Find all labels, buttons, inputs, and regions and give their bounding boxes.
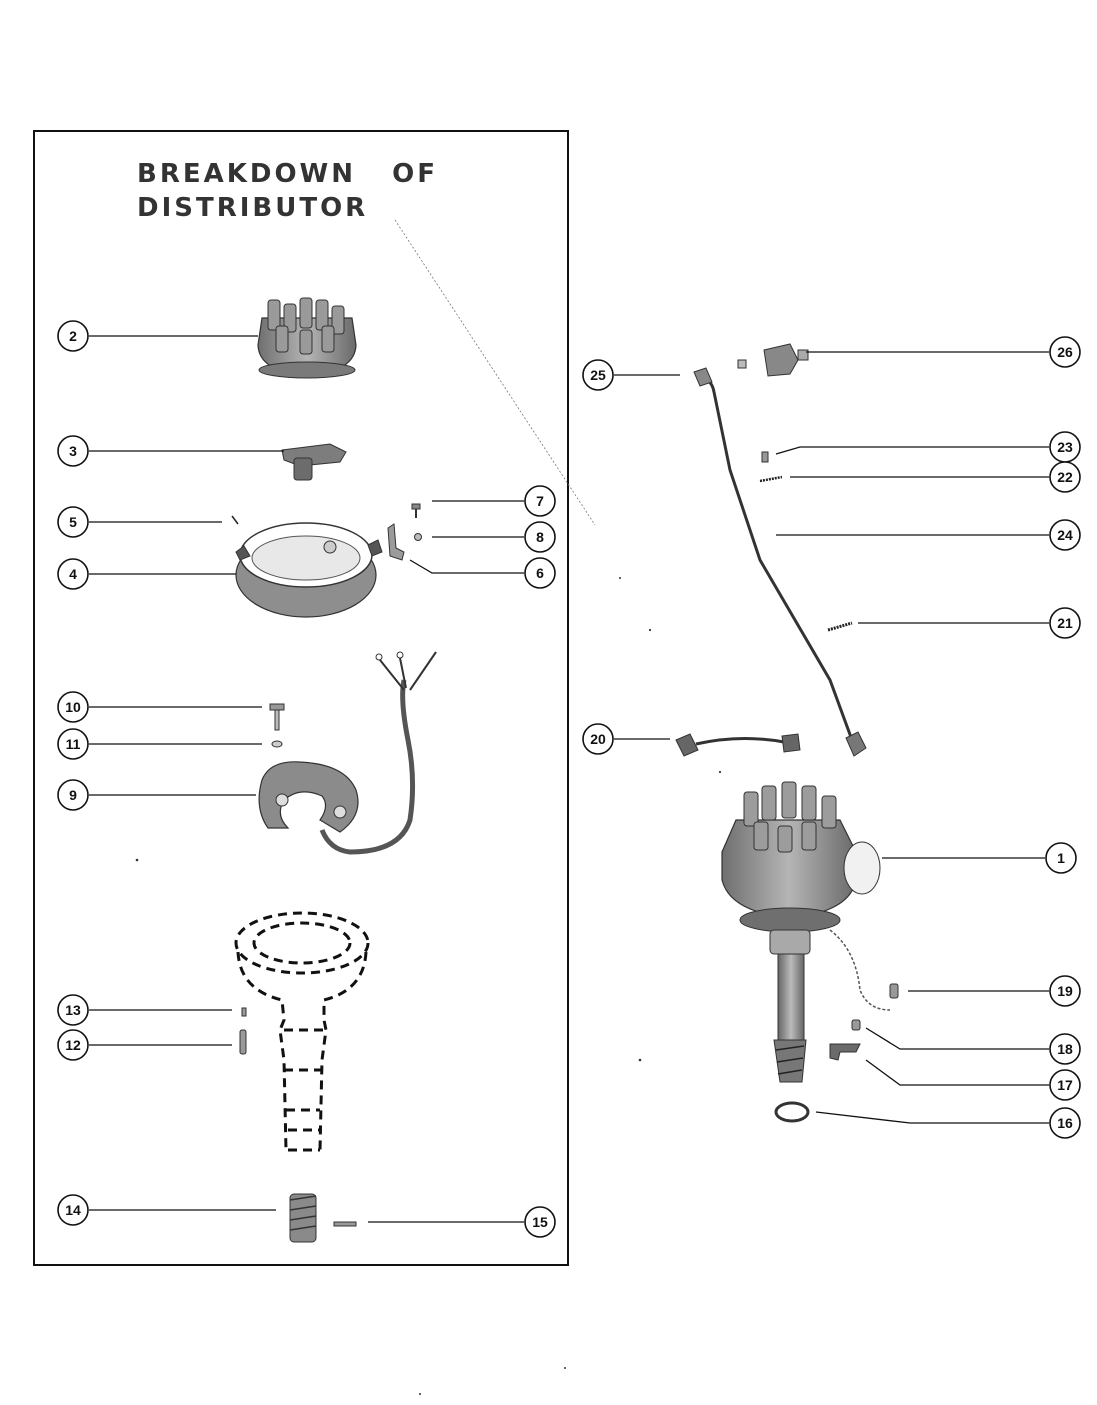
phantom-housing-outline (234, 911, 370, 1152)
spring-part-22 (759, 475, 783, 483)
callout-3: 3 (57, 435, 89, 467)
svg-text:4: 4 (69, 566, 77, 582)
pin-part-12 (239, 1029, 247, 1055)
svg-text:1: 1 (1057, 850, 1065, 866)
svg-text:8: 8 (536, 529, 544, 545)
callout-13: 13 (57, 994, 89, 1026)
clamp-part-17 (829, 1043, 861, 1061)
svg-text:25: 25 (590, 367, 606, 383)
svg-text:19: 19 (1057, 983, 1073, 999)
drive-gear-part (289, 1193, 317, 1243)
svg-text:7: 7 (536, 493, 544, 509)
callout-14: 14 (57, 1194, 89, 1226)
lead-wire-part-24 (693, 367, 867, 757)
callout-12: 12 (57, 1029, 89, 1061)
housing-ring-part (235, 522, 383, 618)
svg-text:6: 6 (536, 565, 544, 581)
fitting-part-19 (889, 983, 899, 999)
sensor-part-26 (737, 343, 809, 377)
svg-text:24: 24 (1057, 527, 1073, 543)
callout-1: 1 (1045, 842, 1077, 874)
pickup-coil-part (258, 651, 437, 855)
callout-17: 17 (1049, 1069, 1081, 1101)
svg-text:16: 16 (1057, 1115, 1073, 1131)
callout-9: 9 (57, 779, 89, 811)
short-lead-part-20 (675, 733, 801, 757)
callout-25: 25 (582, 359, 614, 391)
callout-10: 10 (57, 691, 89, 723)
distributor-cap-part (257, 297, 357, 379)
callout-6: 6 (524, 557, 556, 589)
callout-20: 20 (582, 723, 614, 755)
svg-text:23: 23 (1057, 439, 1073, 455)
washer-part-8 (414, 533, 422, 541)
svg-text:26: 26 (1057, 344, 1073, 360)
screw-part-7 (411, 503, 421, 518)
clip-part-6 (387, 523, 405, 561)
callout-19: 19 (1049, 975, 1081, 1007)
reference-line (394, 219, 596, 526)
svg-text:5: 5 (69, 514, 77, 530)
svg-text:18: 18 (1057, 1041, 1073, 1057)
callout-11: 11 (57, 728, 89, 760)
fitting-part-23 (761, 451, 769, 463)
roll-pin-part-15 (333, 1221, 357, 1227)
callout-16: 16 (1049, 1107, 1081, 1139)
callout-21: 21 (1049, 607, 1081, 639)
title-line-2: DISTRIBUTOR (137, 193, 368, 223)
pin-part-5 (231, 515, 239, 525)
callout-24: 24 (1049, 519, 1081, 551)
spring-part-21 (827, 621, 853, 632)
washer-part-18 (851, 1019, 861, 1031)
svg-text:2: 2 (69, 328, 77, 344)
callout-8: 8 (524, 521, 556, 553)
callout-5: 5 (57, 506, 89, 538)
svg-text:11: 11 (66, 736, 81, 752)
washer-part-11 (271, 740, 283, 748)
rotor-part (281, 443, 347, 481)
callout-15: 15 (524, 1206, 556, 1238)
distributor-assembly-part-1 (721, 781, 891, 1083)
svg-text:10: 10 (65, 699, 81, 715)
screw-part-10 (269, 703, 285, 731)
svg-text:15: 15 (532, 1214, 548, 1230)
svg-text:20: 20 (590, 731, 606, 747)
svg-text:14: 14 (65, 1202, 81, 1218)
svg-text:3: 3 (69, 443, 77, 459)
callout-23: 23 (1049, 431, 1081, 463)
o-ring-part-16 (774, 1101, 810, 1123)
spacer-part-13 (241, 1007, 247, 1017)
callout-26: 26 (1049, 336, 1081, 368)
callout-4: 4 (57, 558, 89, 590)
print-specks (135, 577, 722, 1395)
leader-lines (89, 335, 1049, 1223)
svg-text:13: 13 (65, 1002, 81, 1018)
svg-text:21: 21 (1057, 615, 1073, 631)
callout-22: 22 (1049, 461, 1081, 493)
callout-2: 2 (57, 320, 89, 352)
breakdown-panel-frame (33, 130, 569, 1266)
svg-text:17: 17 (1057, 1077, 1073, 1093)
svg-text:9: 9 (69, 787, 77, 803)
title-line-1: BREAKDOWN OF (137, 159, 438, 189)
callout-18: 18 (1049, 1033, 1081, 1065)
callout-7: 7 (524, 485, 556, 517)
svg-text:12: 12 (65, 1037, 81, 1053)
svg-text:22: 22 (1057, 469, 1073, 485)
